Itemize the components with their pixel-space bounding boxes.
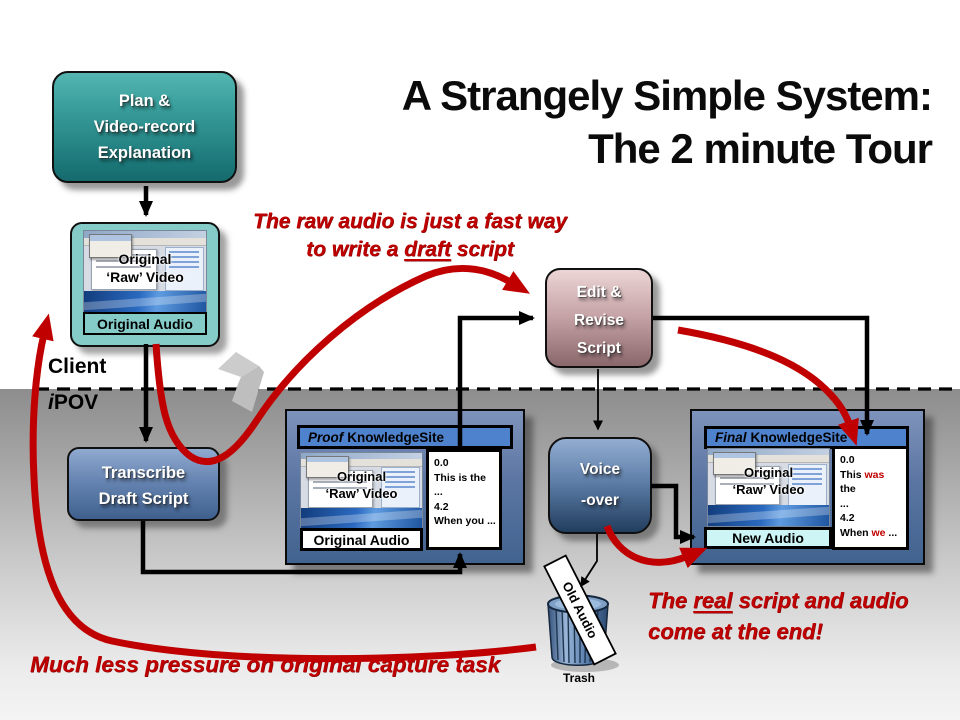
final-script-panel: 0.0 This was the ... 4.2 When we ... (832, 446, 909, 550)
plan-video-record-box: Plan & Video-record Explanation (52, 71, 237, 183)
proof-header-em: Proof (308, 429, 344, 445)
desktop-wallpaper (84, 290, 206, 313)
video-label-line1: Original (118, 250, 172, 267)
annotation-real-line1a: The (648, 588, 694, 613)
plan-box-line2: Video-record (93, 118, 196, 136)
video-label-line2: ‘Raw’ Video (106, 268, 184, 285)
video-label-line1: Original (743, 465, 794, 481)
annotation-raw-audio: The raw audio is just a fast way to writ… (205, 208, 615, 264)
transcribe-box-line1: Transcribe (101, 464, 186, 482)
pane-line (792, 472, 822, 475)
pane-line (168, 255, 199, 258)
new-audio-bar: New Audio (704, 527, 832, 549)
new-audio-label: New Audio (732, 530, 804, 546)
pane-line (168, 250, 199, 253)
transcribe-draft-script-box: Transcribe Draft Script (67, 447, 220, 521)
final-knowledgesite-panel: Final KnowledgeSite Original ‘Raw’ Video… (690, 409, 925, 565)
window-titlebar (84, 231, 206, 238)
script-red-word: we (871, 526, 886, 539)
proof-panel-header: Proof KnowledgeSite (297, 425, 513, 449)
script-text: This (840, 468, 865, 481)
original-audio-label: Original Audio (313, 531, 410, 548)
title-line-1: A Strangely Simple System: (401, 72, 933, 119)
task-pane (788, 463, 827, 506)
final-header-em: Final (715, 430, 747, 445)
plan-box-line3: Explanation (97, 144, 192, 162)
script-red-word: was (864, 468, 885, 481)
doc-line (720, 482, 775, 485)
title-line-2: The 2 minute Tour (588, 124, 933, 172)
video-label-line1: Original (336, 469, 387, 484)
video-label-line2: ‘Raw’ Video (325, 486, 398, 501)
annotation-real-line2: come at the end! (648, 619, 823, 644)
doc-line (720, 476, 775, 479)
voice-box-line1: Voice (579, 461, 621, 478)
edit-revise-script-box: Edit & Revise Script (545, 268, 653, 368)
script-line: This is the ... (434, 471, 486, 499)
annotation-pressure-text: Much less pressure on original capture t… (30, 652, 501, 677)
proof-header-rest: KnowledgeSite (347, 429, 445, 445)
original-audio-bar: Original Audio (300, 528, 423, 551)
video-label: Original ‘Raw’ Video (84, 250, 206, 286)
client-label: Client (48, 355, 106, 379)
raw-video-thumbnail: Original ‘Raw’ Video Original Audio (70, 222, 220, 347)
annotation-pressure: Much less pressure on original capture t… (30, 652, 500, 678)
original-audio-label: Original Audio (97, 315, 193, 332)
pane-line (792, 477, 822, 480)
video-screenshot: Original ‘Raw’ Video (300, 452, 423, 529)
script-text: When (840, 526, 872, 539)
transcribe-box-line2: Draft Script (98, 490, 189, 508)
video-label-line2: ‘Raw’ Video (732, 482, 805, 498)
desktop-wallpaper (708, 505, 829, 526)
annotation-raw-underlined: draft (404, 238, 451, 261)
proof-script-panel: 0.0 This is the ... 4.2 When you ... (426, 449, 502, 550)
ipov-pov: POV (53, 391, 99, 414)
voice-over-box: Voice -over (548, 437, 652, 534)
video-screenshot: Original ‘Raw’ Video (707, 448, 830, 527)
ipov-label: iPOV (48, 391, 98, 415)
desktop-wallpaper (301, 507, 422, 528)
annotation-real-underlined: real (693, 588, 733, 613)
script-line: 4.2 (434, 500, 449, 513)
video-label: Original ‘Raw’ Video (708, 464, 829, 498)
voice-box-line2: -over (581, 492, 619, 509)
window-titlebar (708, 449, 829, 456)
edit-box-line1: Edit & (576, 284, 622, 301)
script-line: ... (840, 497, 849, 510)
pane-line (168, 260, 199, 263)
annotation-real-line1c: script and audio (732, 588, 909, 613)
video-screenshot: Original ‘Raw’ Video (83, 230, 207, 314)
original-audio-bar: Original Audio (83, 312, 207, 335)
video-label: Original ‘Raw’ Video (301, 468, 422, 502)
dialog-window (88, 234, 133, 259)
annotation-raw-line2a: to write a (306, 238, 405, 261)
edit-box-line3: Script (577, 340, 621, 357)
trash-text: Trash (562, 671, 595, 685)
dialog-window (712, 452, 756, 475)
slide-title: A Strangely Simple System: The 2 minute … (401, 70, 933, 176)
plan-box-line1: Plan & (118, 92, 171, 110)
script-line: 0.0 (434, 457, 449, 469)
script-line: 4.2 (840, 512, 855, 524)
script-text: the (840, 483, 856, 495)
script-line: When we ... (840, 526, 903, 541)
annotation-raw-line2c: script (450, 238, 514, 261)
script-line: When you ... (434, 515, 496, 527)
script-text: ... (885, 526, 898, 539)
script-line: This was the (840, 468, 903, 497)
script-line: 0.0 (840, 454, 855, 466)
window-toolbar (708, 455, 829, 464)
annotation-real-script: The real script and audio come at the en… (648, 585, 908, 647)
annotation-raw-line1: The raw audio is just a fast way (253, 210, 567, 233)
edit-box-line2: Revise (574, 312, 624, 329)
trash-label: Trash (548, 671, 610, 685)
pane-line (792, 482, 822, 485)
doc-line (96, 266, 151, 269)
pane-line (792, 467, 822, 470)
window-toolbar (84, 237, 206, 246)
doc-line (96, 260, 151, 263)
proof-knowledgesite-panel: Proof KnowledgeSite Original ‘Raw’ Video… (285, 409, 525, 565)
client-text: Client (48, 355, 107, 378)
final-header-rest: KnowledgeSite (750, 430, 848, 445)
